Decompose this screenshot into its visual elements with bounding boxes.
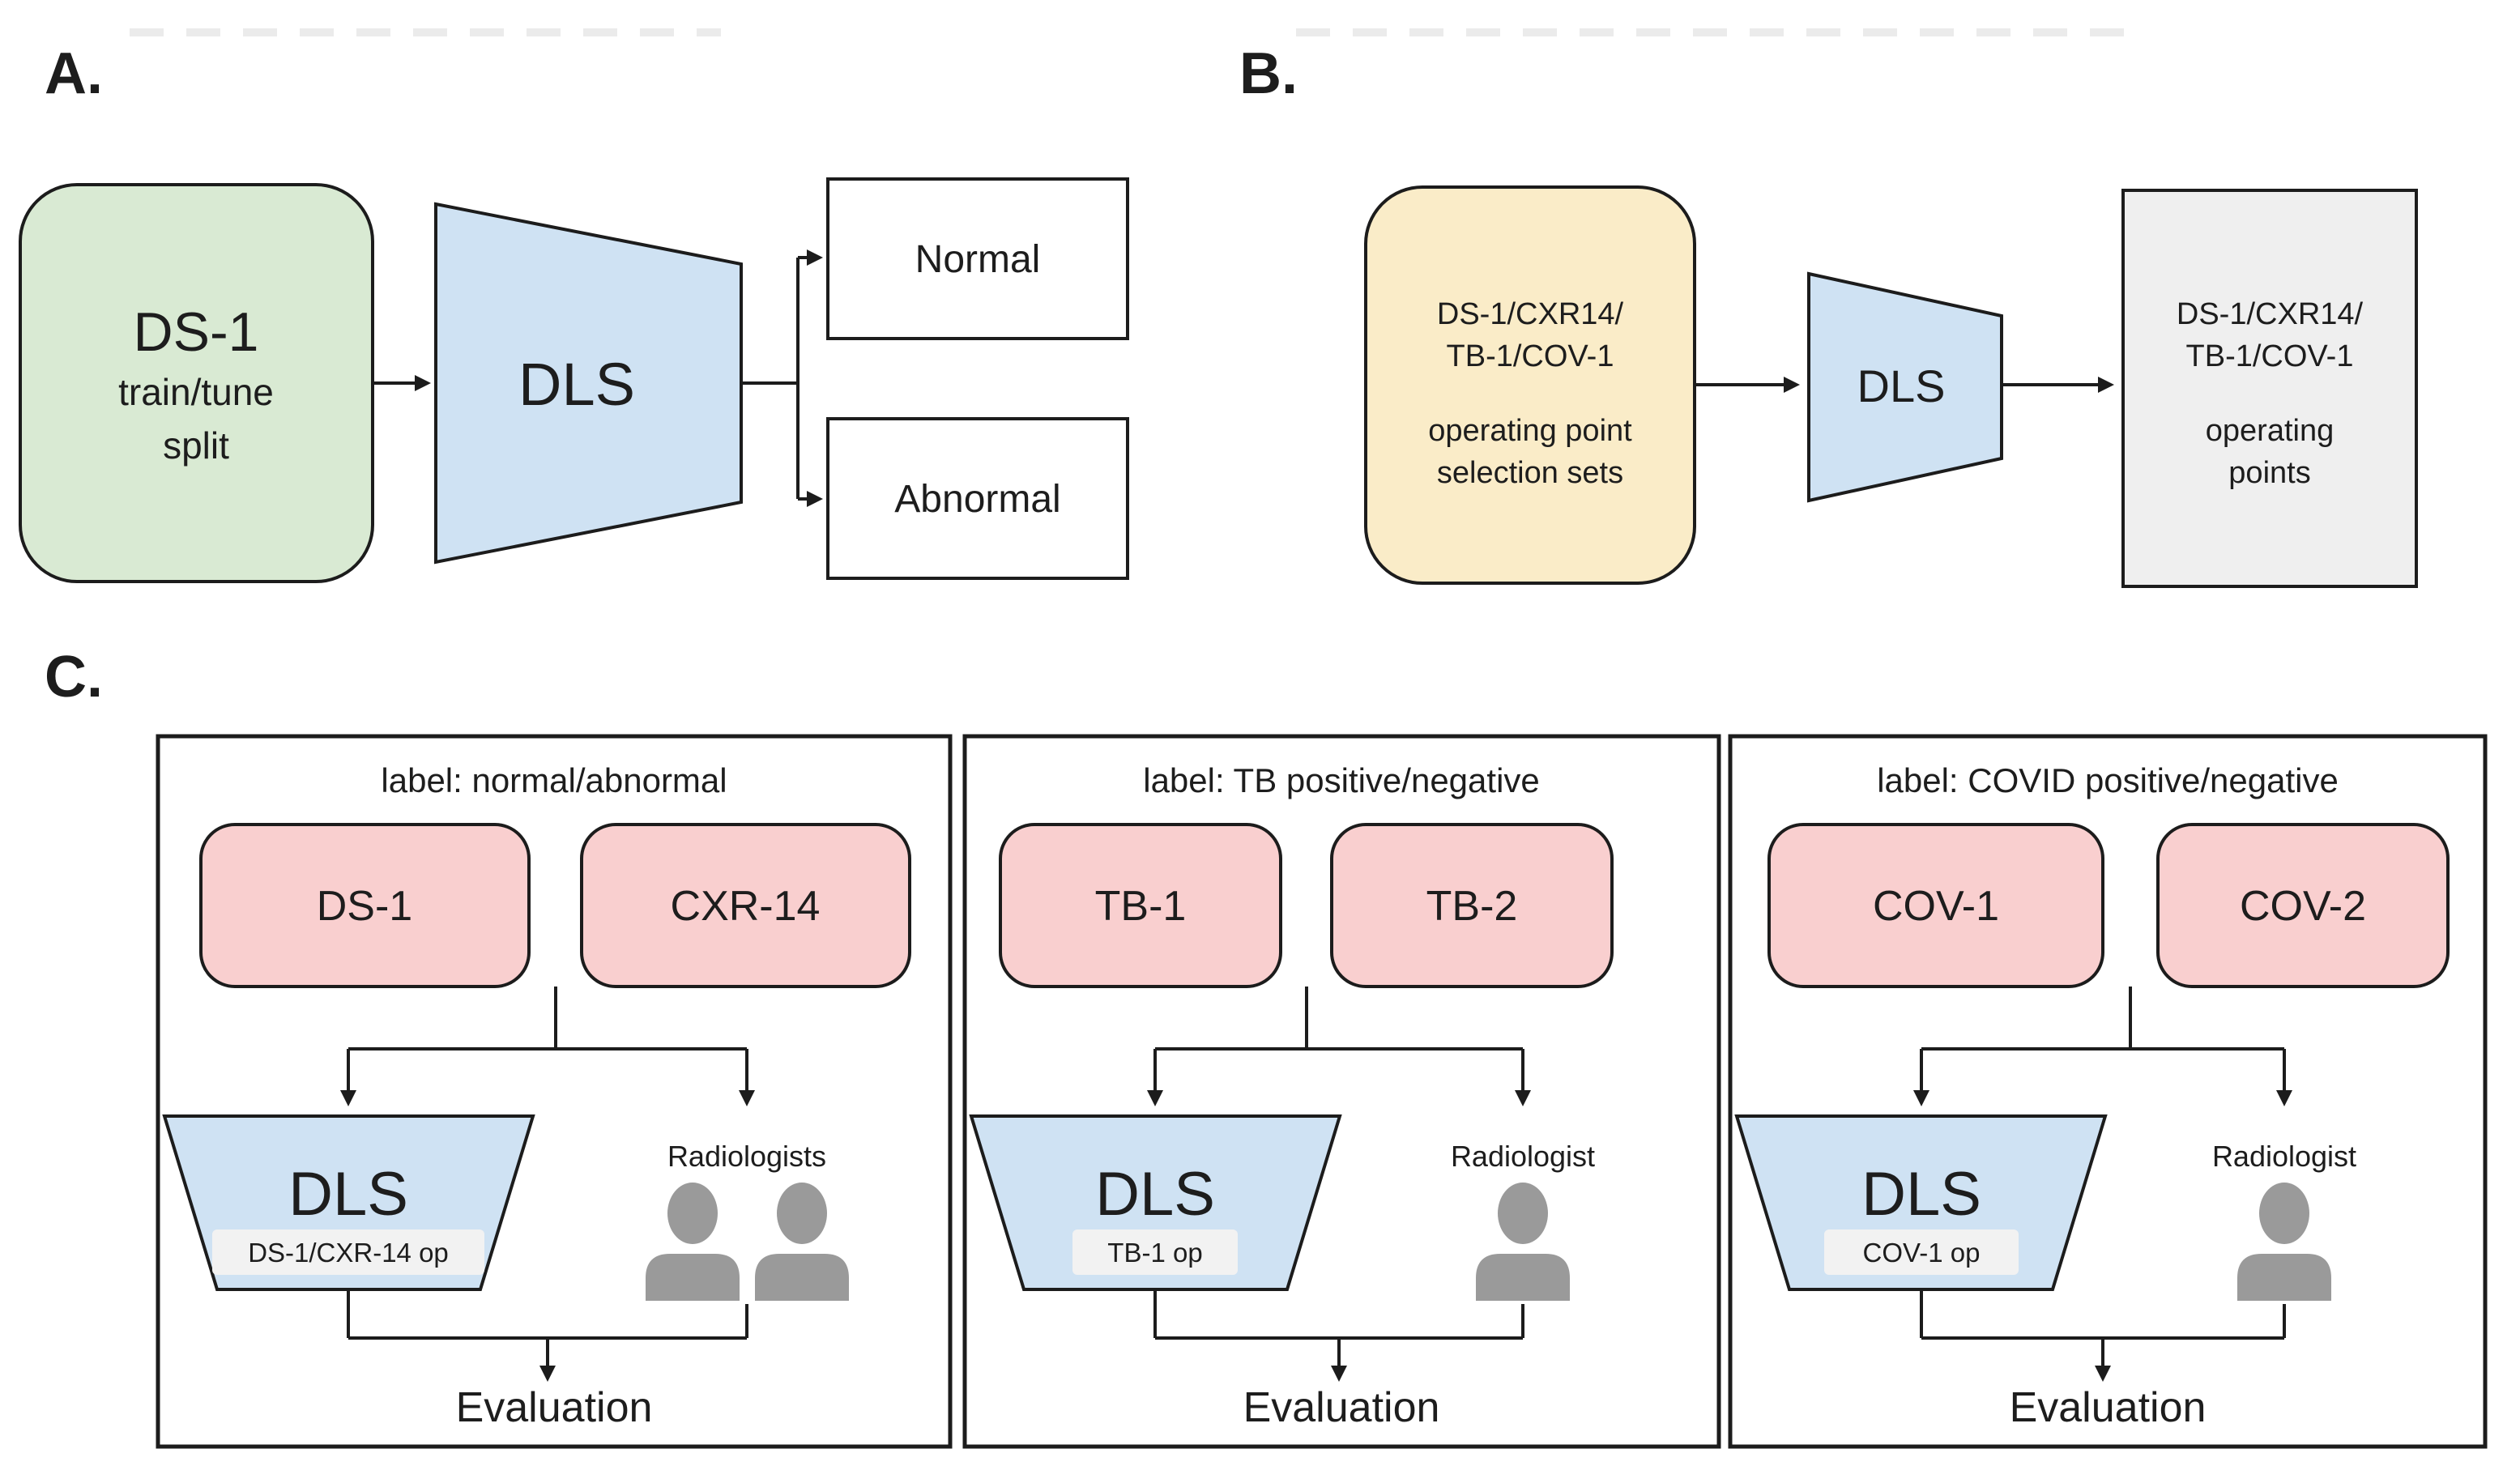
output-normal-label: Normal <box>915 238 1041 281</box>
operating-point-label: DS-1/CXR-14 op <box>248 1238 449 1268</box>
train-box-line2: split <box>163 424 229 467</box>
dls-label: DLS <box>1861 1160 1981 1229</box>
split-connector <box>1147 987 1531 1106</box>
operating-point-strip <box>212 1229 484 1275</box>
merge-connector <box>1920 1289 2286 1382</box>
panel-c: C. label: normal/abnormal DS-1 CXR-14 DL… <box>45 645 2488 1449</box>
readers-label: Radiologists <box>667 1140 826 1173</box>
dataset-box-left <box>999 823 1282 988</box>
subpanel-covid: label: COVID positive/negative COV-1 COV… <box>1728 734 2488 1449</box>
panel-a-label: A. <box>45 41 103 106</box>
op-box-line4: points <box>2228 456 2310 490</box>
readers-label: Radiologist <box>2212 1140 2356 1173</box>
split-connector <box>340 987 755 1106</box>
subpanel-title: label: TB positive/negative <box>1143 761 1540 799</box>
connector-dls-to-outputs <box>741 249 823 507</box>
panel-b: B. DS-1/CXR14/ TB-1/COV-1 operating poin… <box>1239 41 2418 588</box>
dataset-right-label: CXR-14 <box>671 883 821 930</box>
op-box-line3: operating <box>2206 414 2334 448</box>
operating-point-label: COV-1 op <box>1863 1238 1981 1268</box>
operating-points-box <box>2121 189 2418 588</box>
panel-c-label: C. <box>45 645 103 710</box>
op-box-line2: TB-1/COV-1 <box>2186 339 2354 373</box>
merge-connector <box>347 1289 748 1382</box>
radiologist-icon-1 <box>2237 1183 2331 1301</box>
dataset-left-label: TB-1 <box>1095 883 1187 930</box>
operating-point-strip <box>1824 1229 2019 1275</box>
operating-point-strip <box>1072 1229 1238 1275</box>
selection-box-line1: DS-1/CXR14/ <box>1437 297 1624 331</box>
dataset-right-label: TB-2 <box>1426 883 1518 930</box>
dataset-box-left <box>1767 823 2104 988</box>
dls-trapezoid-a <box>434 202 743 565</box>
dataset-box-right <box>580 823 911 988</box>
op-box-line1: DS-1/CXR14/ <box>2177 297 2364 331</box>
evaluation-label: Evaluation <box>1243 1384 1440 1431</box>
radiologist-icon-1 <box>1476 1183 1570 1301</box>
subpanel-title: label: normal/abnormal <box>381 761 727 799</box>
split-connector <box>1913 987 2292 1106</box>
train-tune-split-box <box>19 183 374 583</box>
selection-box-line3: operating point <box>1428 414 1632 448</box>
train-box-line1: train/tune <box>118 371 274 413</box>
subpanel-tb: label: TB positive/negative TB-1 TB-2 DL… <box>962 734 1721 1449</box>
selection-box-line4: selection sets <box>1437 456 1623 490</box>
train-box-title: DS-1 <box>134 301 259 363</box>
panel-a: A. DS-1 train/tune split DLS Normal Abno… <box>19 41 1129 583</box>
output-abnormal-box <box>826 417 1129 580</box>
dataset-box-right <box>2156 823 2450 988</box>
dls-label-b: DLS <box>1857 360 1946 411</box>
dataset-right-label: COV-2 <box>2240 883 2366 930</box>
radiologist-icon-2 <box>755 1183 849 1301</box>
radiologist-icon-1 <box>646 1183 740 1301</box>
dataset-left-label: DS-1 <box>317 883 412 930</box>
merge-connector <box>1153 1289 1524 1382</box>
operating-point-label: TB-1 op <box>1107 1238 1202 1268</box>
dls-label: DLS <box>288 1160 408 1229</box>
selection-sets-box <box>1364 185 1696 585</box>
evaluation-label: Evaluation <box>456 1384 653 1431</box>
selection-box-line2: TB-1/COV-1 <box>1447 339 1614 373</box>
dls-trapezoid-b <box>1807 271 2003 503</box>
dls-label: DLS <box>1095 1160 1215 1229</box>
subpanel-normal-abnormal: label: normal/abnormal DS-1 CXR-14 DLS D… <box>156 734 953 1449</box>
panel-b-label: B. <box>1239 41 1298 106</box>
dls-trapezoid <box>969 1114 1342 1291</box>
dataset-box-right <box>1330 823 1614 988</box>
dls-label-a: DLS <box>518 351 635 418</box>
readers-label: Radiologist <box>1451 1140 1595 1173</box>
subpanel-title: label: COVID positive/negative <box>1877 761 2339 799</box>
dataset-box-left <box>199 823 531 988</box>
output-abnormal-label: Abnormal <box>894 478 1060 521</box>
evaluation-label: Evaluation <box>2010 1384 2207 1431</box>
output-normal-box <box>826 177 1129 340</box>
dataset-left-label: COV-1 <box>1873 883 1999 930</box>
